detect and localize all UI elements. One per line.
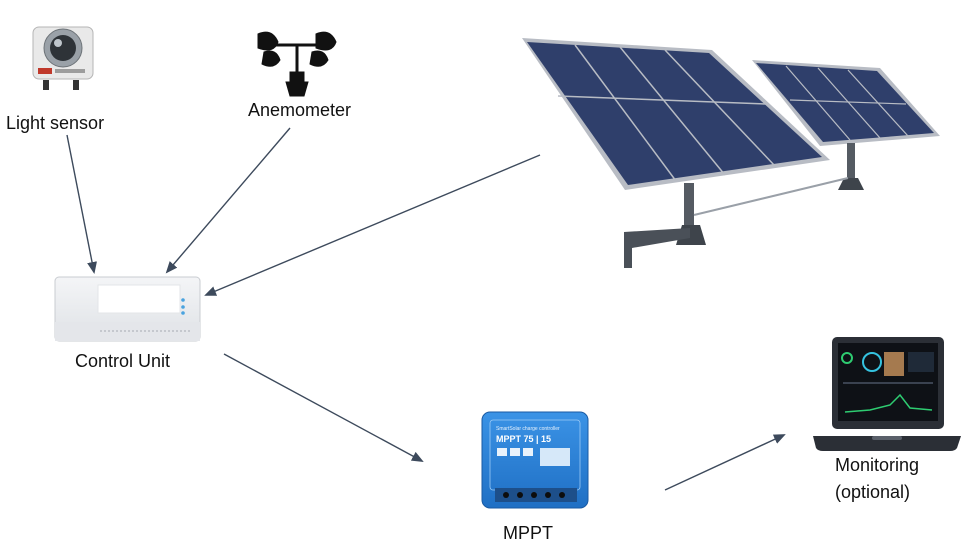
arrow-light-sensor-to-control (66, 134, 97, 274)
control-unit-label: Control Unit (75, 351, 171, 371)
monitoring-optional-label: (optional) (835, 482, 911, 502)
arrow-anemometer-to-control (165, 127, 291, 274)
anemometer-icon (257, 31, 337, 97)
arrow-solar-to-control (204, 154, 541, 296)
monitoring-label: Monitoring (835, 455, 920, 475)
laptop-icon (813, 337, 961, 451)
control-unit-icon (54, 276, 201, 342)
mppt-icon (481, 411, 589, 509)
solar-tracker-icon (522, 38, 940, 268)
arrow-mppt-to-monitoring (664, 434, 786, 491)
anemometer-label: Anemometer (248, 100, 352, 120)
mppt-label: MPPT (503, 523, 554, 543)
arrow-control-to-mppt (223, 353, 424, 462)
mppt-model-text: MPPT 75 | 15 (496, 434, 551, 444)
light-sensor-label: Light sensor (6, 113, 105, 133)
light-sensor-icon (32, 26, 94, 90)
mppt-brand-text: SmartSolar charge controller (496, 426, 560, 432)
connections (66, 127, 786, 491)
